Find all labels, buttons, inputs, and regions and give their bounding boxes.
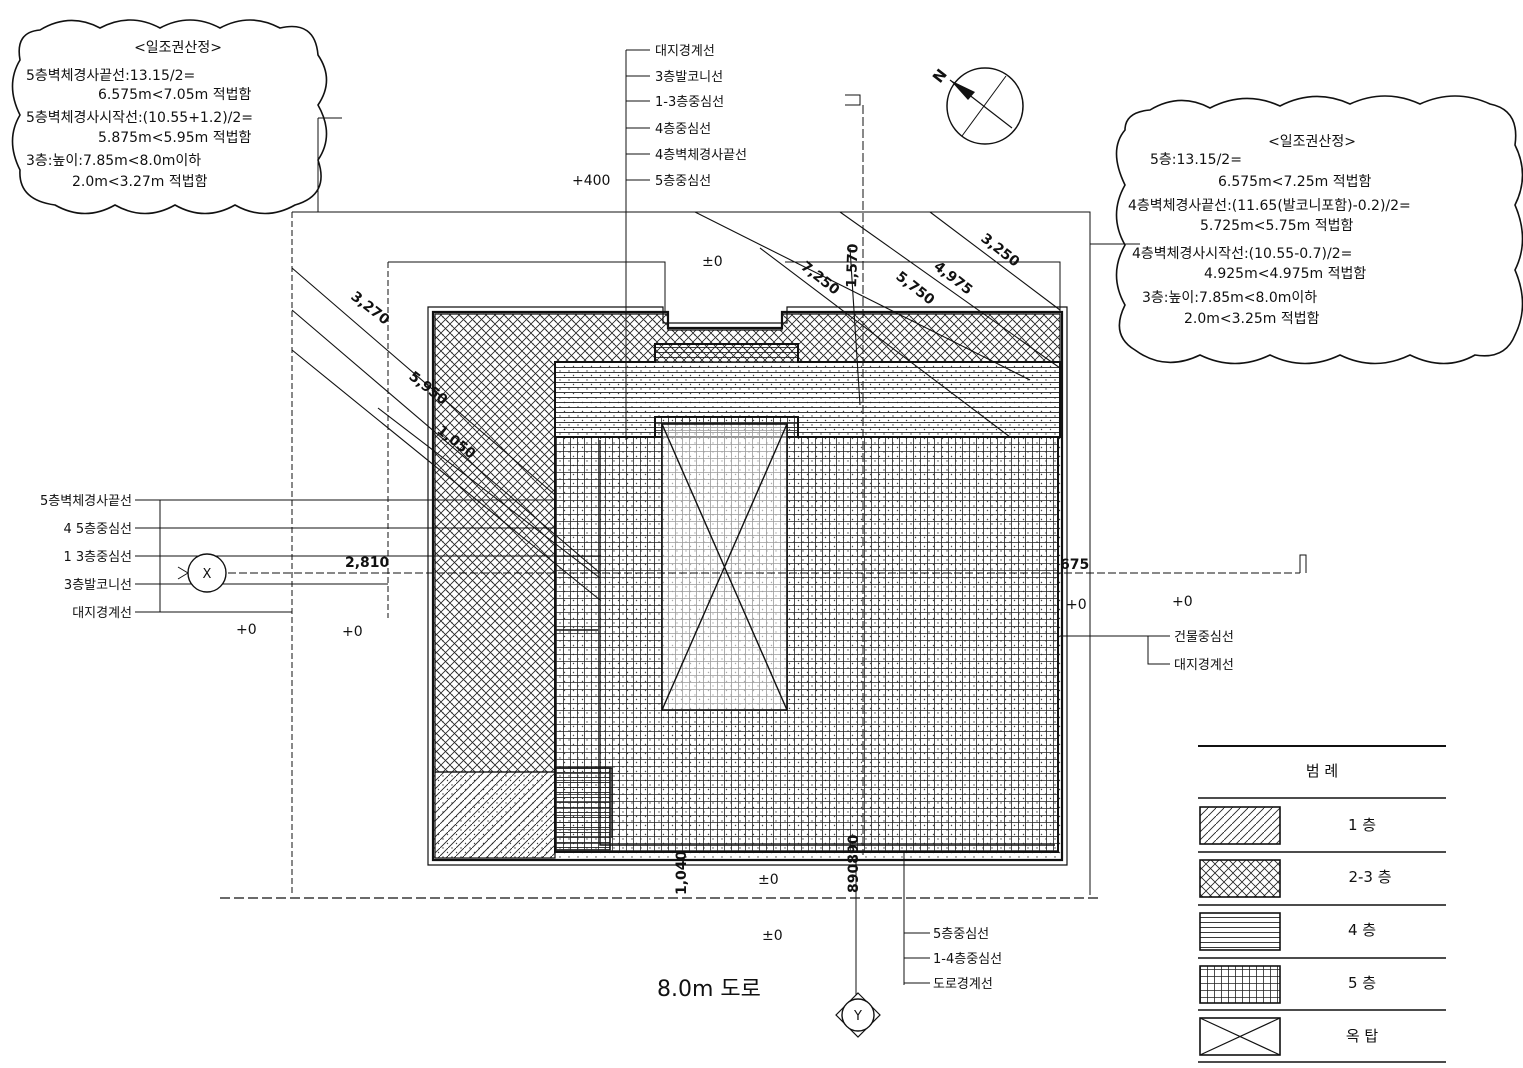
left-label-5f-wall-end: 5층벽체경사끝선 [40,494,132,509]
top-label-site-boundary: 대지경계선 [655,44,715,59]
legend-swatch-5f [1199,965,1281,1004]
level-bottom-a: ±0 [758,872,779,888]
right-note-line-3: 4층벽체경사끝선:(11.65(발코니포함)-0.2)/2= [1128,198,1411,214]
dim-2810: 2,810 [345,555,390,571]
road-label: 8.0m 도로 [657,977,761,1002]
left-note-title: <일조권산정> [134,40,222,56]
y-axis-marker: Y [835,992,881,1038]
left-label-3f-balcony: 3층발코니선 [64,578,132,593]
level-bottom-b: ±0 [762,928,783,944]
dim-3270: 3,270 [348,289,393,329]
left-label-1-3f-center: 1 3층중심선 [63,550,132,565]
legend-swatch-2-3f [1199,859,1281,898]
level-left-b: +0 [342,624,363,640]
right-note-line-6: 4.925m<4.975m 적법함 [1204,266,1366,282]
legend: 범 례 1 층 2-3 층 4 층 5 층 옥 탑 [1198,745,1446,1063]
level-pm0-top: ±0 [702,254,723,270]
top-label-4f-wall-end: 4층벽체경사끝선 [655,148,747,163]
left-note-line-6: 2.0m<3.27m 적법함 [72,174,208,190]
top-label-3f-balcony: 3층발코니선 [655,70,723,85]
right-note-line-2: 6.575m<7.25m 적법함 [1218,174,1371,190]
right-note-title: <일조권산정> [1268,134,1356,150]
x-axis-label: X [203,567,212,582]
legend-label-rooftop: 옥 탑 [1346,1027,1379,1045]
top-label-4f-center: 4층중심선 [655,122,711,137]
dim-1570: 1,570 [844,243,862,288]
y-axis-label: Y [853,1009,862,1024]
top-label-5f-center: 5층중심선 [655,174,711,189]
legend-label-4f: 4 층 [1348,921,1376,939]
right-note-cloud [1115,95,1523,365]
left-note-line-5: 3층:높이:7.85m<8.0m이하 [26,153,201,169]
level-right-a: +0 [1066,597,1087,613]
north-label: N [929,65,951,86]
building-floors [427,306,1068,866]
setback-lines [220,117,1100,899]
right-note-line-8: 2.0m<3.25m 적법함 [1184,311,1320,327]
left-label-site-boundary: 대지경계선 [72,606,132,621]
right-note-line-5: 4층벽체경사시작선:(10.55-0.7)/2= [1132,246,1352,262]
left-note-line-2: 6.575m<7.05m 적법함 [98,87,251,103]
legend-swatch-rooftop [1199,1017,1281,1056]
dim-7250: 7,250 [798,259,843,299]
right-note-line-7: 3층:높이:7.85m<8.0m이하 [1142,290,1317,306]
north-arrow-icon: N [929,65,1024,145]
right-note-line-4: 5.725m<5.75m 적법함 [1200,218,1353,234]
legend-swatch-4f [1199,912,1281,951]
dim-890: 890890 [846,834,862,893]
level-left-a: +0 [236,622,257,638]
left-label-4-5f-center: 4 5층중심선 [63,522,132,537]
bottom-label-5f-center: 5층중심선 [933,927,989,942]
bottom-label-road-boundary: 도로경계선 [933,977,993,992]
legend-title: 범 례 [1306,762,1338,780]
floor-2-3-zone [434,313,1061,773]
dim-1040: 1,040 [674,850,690,895]
top-label-1-3f-center: 1-3층중심선 [655,95,724,110]
sunlight-dimension-lines [291,211,1061,601]
left-note-line-4: 5.875m<5.95m 적법함 [98,130,251,146]
right-label-site-boundary: 대지경계선 [1174,658,1234,673]
dim-5750: 5,750 [893,269,938,309]
bottom-label-1-4f-center: 1-4층중심선 [933,952,1002,967]
floor-5-zone [554,416,1059,853]
level-top-offset: +400 [572,173,610,189]
x-axis-marker: X [177,553,227,593]
floor-1-corner [434,771,556,859]
left-note-cloud [11,19,328,215]
right-note-line-1: 5층:13.15/2= [1150,152,1242,168]
left-note-line-3: 5층벽체경사시작선:(10.55+1.2)/2= [26,110,253,126]
level-right-b: +0 [1172,594,1193,610]
legend-swatch-1f [1199,806,1281,845]
legend-label-2-3f: 2-3 층 [1348,868,1391,886]
right-label-building-center: 건물중심선 [1174,630,1234,645]
legend-label-5f: 5 층 [1348,974,1376,992]
dim-675: 675 [1060,557,1089,573]
left-note-line-1: 5층벽체경사끝선:13.15/2= [26,68,195,84]
legend-label-1f: 1 층 [1348,816,1376,834]
